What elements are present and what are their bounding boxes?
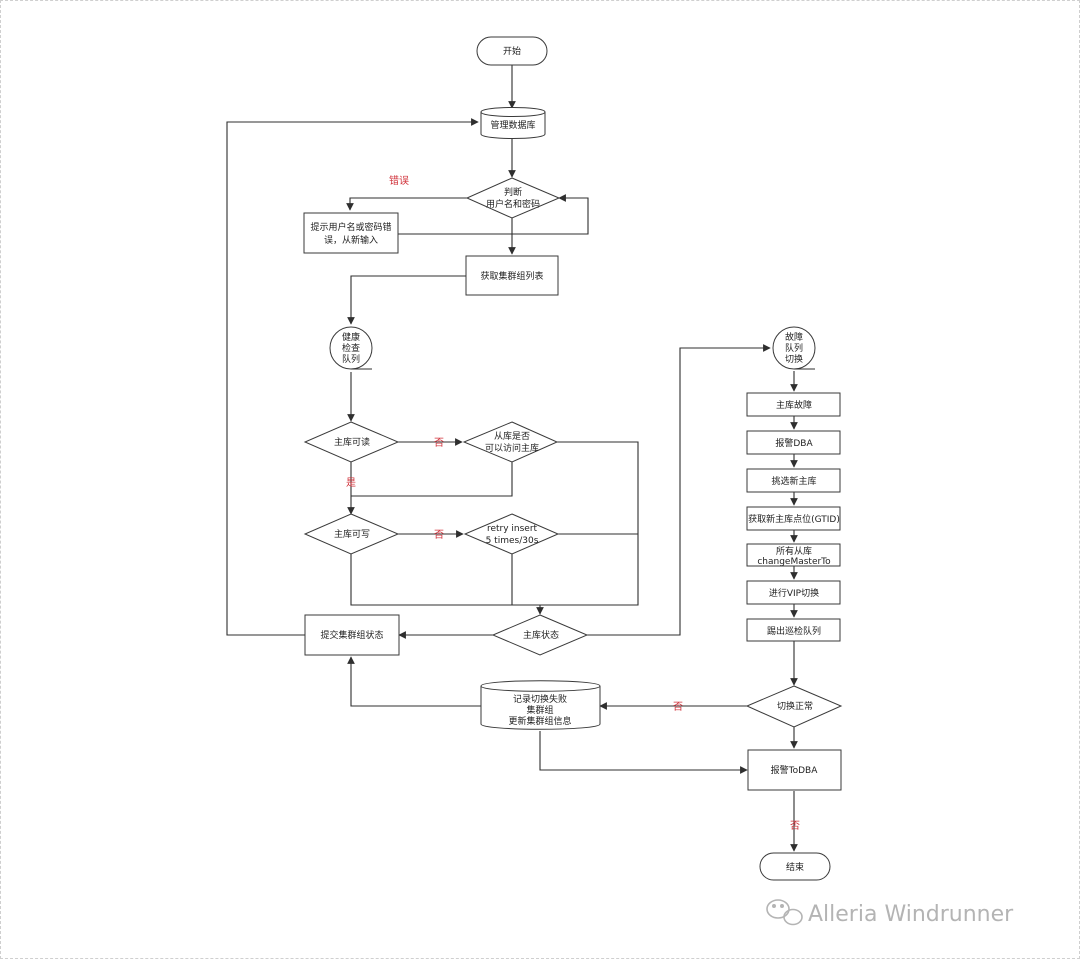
edge-error-to-judge	[398, 194, 589, 235]
alert-to-dba-label: 报警ToDBA	[771, 764, 819, 776]
submit-status-node: 提交集群组状态	[304, 614, 400, 656]
master-status-node: 主库状态	[491, 614, 589, 656]
error-edge-label: 错误	[389, 174, 409, 187]
pick-new-master-label: 挑选新主库	[771, 475, 816, 487]
end-no-label: 否	[790, 820, 800, 832]
slave-access-node: 从库是否 可以访问主库	[462, 421, 559, 463]
wechat-icon	[766, 899, 803, 926]
error-tip-node: 提示用户名或密码错 误，从新输入	[303, 212, 399, 254]
judge-user-node: 判断 用户名和密码	[465, 177, 561, 219]
edge-slave-access-down	[351, 462, 513, 497]
alert-dba-node: 报警DBA	[746, 430, 841, 455]
judge-user-label-2: 用户名和密码	[486, 198, 540, 210]
end-label: 结束	[786, 861, 804, 873]
edge-judge-to-error	[346, 197, 467, 211]
all-slaves-node: 所有从库 changeMasterTo	[746, 543, 841, 567]
get-cluster-list-node: 获取集群组列表	[465, 255, 559, 296]
retry-node: retry insert 5 times/30s	[463, 513, 560, 555]
switch-no-label: 否	[673, 701, 683, 713]
health-queue-label-1: 健康	[342, 331, 360, 343]
slave-access-label-1: 从库是否	[494, 430, 530, 442]
edge-writable-down	[350, 554, 540, 606]
all-slaves-label-2: changeMasterTo	[757, 557, 831, 567]
slave-access-label-2: 可以访问主库	[485, 442, 539, 454]
get-position-node: 获取新主库点位(GTID)	[746, 506, 841, 531]
get-cluster-list-label: 获取集群组列表	[480, 270, 543, 282]
start-node: 开始	[476, 36, 548, 66]
pick-new-master-node: 挑选新主库	[746, 468, 841, 493]
record-fail-label-3: 更新集群组信息	[508, 715, 571, 727]
master-readable-label: 主库可读	[334, 436, 370, 448]
master-writable-node: 主库可写	[303, 513, 400, 555]
manage-db-node: 管理数据库	[480, 107, 546, 139]
judge-user-label-1: 判断	[504, 186, 522, 198]
fault-queue-label-2: 队列	[785, 342, 803, 354]
switch-ok-label: 切换正常	[777, 700, 813, 712]
watermark-text: Alleria Windrunner	[808, 902, 1014, 927]
error-tip-label-1: 提示用户名或密码错	[310, 221, 391, 233]
readable-yes-label: 是	[346, 477, 356, 489]
master-fault-node: 主库故障	[746, 392, 841, 417]
edge-list-to-health	[347, 275, 466, 325]
master-status-label: 主库状态	[523, 629, 559, 641]
retry-label-1: retry insert	[487, 524, 538, 534]
submit-status-label: 提交集群组状态	[320, 629, 383, 641]
health-queue-label-2: 检查	[342, 342, 360, 354]
fault-queue-label-1: 故障	[785, 331, 803, 343]
edges	[226, 65, 798, 852]
alert-dba-label: 报警DBA	[775, 437, 813, 449]
record-fail-label-2: 集群组	[526, 704, 553, 716]
health-queue-node: 健康 检查 队列	[329, 326, 373, 370]
end-node: 结束	[759, 852, 831, 881]
edge-record-to-alert	[539, 731, 748, 774]
health-queue-label-3: 队列	[342, 353, 360, 365]
readable-no-label: 否	[434, 437, 444, 449]
error-tip-label-2: 误，从新输入	[324, 234, 378, 246]
get-position-label: 获取新主库点位(GTID)	[748, 513, 840, 525]
vip-switch-node: 进行VIP切换	[746, 580, 841, 605]
master-fault-label: 主库故障	[776, 399, 812, 411]
switch-ok-node: 切换正常	[745, 685, 843, 728]
edge-status-to-fault	[587, 344, 771, 636]
record-fail-label-1: 记录切换失败	[513, 693, 567, 705]
start-label: 开始	[503, 45, 521, 57]
kick-queue-label: 踢出巡检队列	[767, 625, 821, 637]
fault-queue-node: 故障 队列 切换	[772, 326, 816, 370]
edge-slave-access-right	[540, 441, 639, 606]
alert-to-dba-node: 报警ToDBA	[747, 749, 842, 791]
master-readable-node: 主库可读	[303, 421, 400, 463]
fault-queue-label-3: 切换	[785, 353, 803, 365]
record-fail-node: 记录切换失败 集群组 更新集群组信息	[480, 680, 601, 730]
retry-label-2: 5 times/30s	[486, 536, 539, 546]
manage-db-label: 管理数据库	[490, 119, 535, 131]
master-writable-label: 主库可写	[334, 528, 370, 540]
watermark: Alleria Windrunner	[766, 899, 1014, 927]
kick-queue-node: 踢出巡检队列	[746, 618, 841, 642]
edge-submit-to-db	[226, 118, 479, 636]
all-slaves-label-1: 所有从库	[776, 545, 812, 557]
vip-switch-label: 进行VIP切换	[769, 587, 819, 599]
writable-no-label: 否	[434, 529, 444, 541]
edge-record-to-submit	[347, 656, 481, 707]
